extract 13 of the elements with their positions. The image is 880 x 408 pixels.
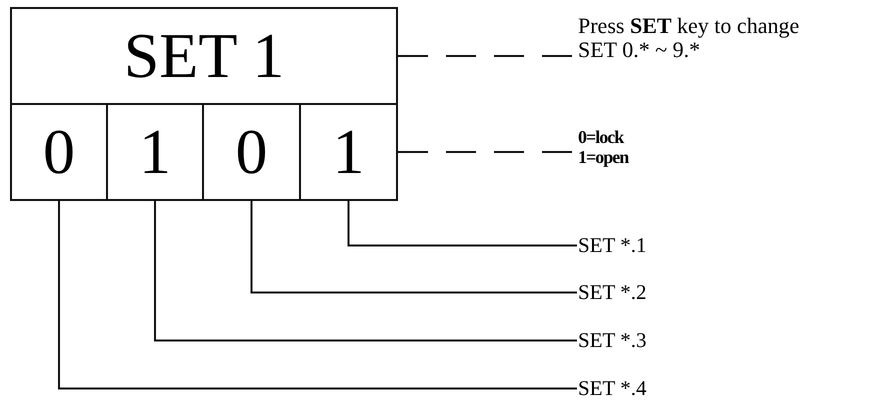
leader-line xyxy=(348,201,577,246)
setting-label: SET *.1 xyxy=(578,234,646,258)
display-box: SET 1 xyxy=(10,7,398,105)
leader-line xyxy=(154,201,577,342)
setting-label: SET *.4 xyxy=(578,377,646,400)
instruction-text: Press SET key to change SET 0.* ~ 9.* xyxy=(578,14,838,62)
digit-cell: 1 xyxy=(299,103,398,201)
state-note: 0=lock 1=open xyxy=(578,128,640,168)
setting-label: SET *.2 xyxy=(578,281,646,304)
leader-line xyxy=(250,201,577,294)
digit-cell: 0 xyxy=(10,103,108,201)
leader-line xyxy=(58,201,577,390)
setting-label: SET *.3 xyxy=(578,329,646,352)
